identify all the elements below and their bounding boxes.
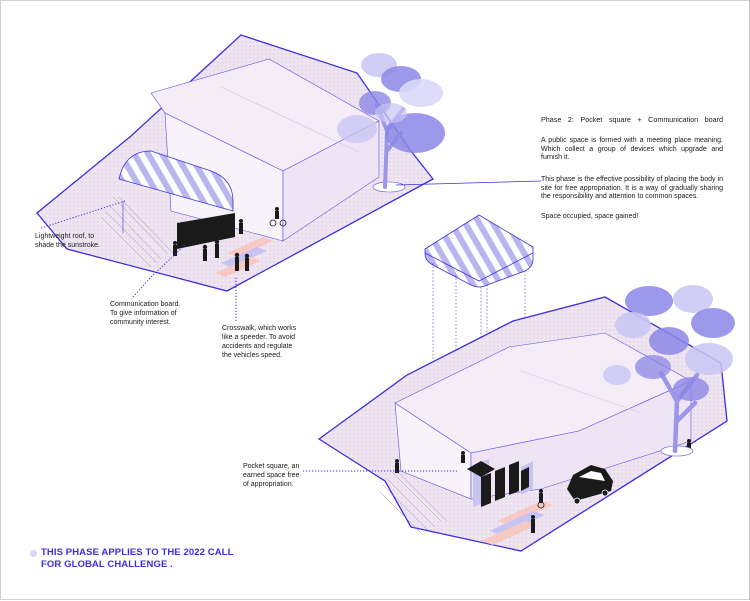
footer-line: FOR GLOBAL CHALLENGE . [41,559,173,570]
annotation-board-line: To give information of [110,310,177,317]
annotation-board-line: Communication board. [110,301,181,308]
phase-paragraph-3: Space occupied, space gained! [541,213,639,220]
top-tree [337,53,445,193]
top-stairs [100,196,174,268]
annotation-crosswalk-line: Crosswalk, which works [222,325,297,332]
annotation-lightweight-roof: Lightweight roof, to shade the sunstroke… [35,232,145,250]
annotation-board-line: community interest. [110,319,171,326]
floating-canopy [424,214,534,288]
top-people [173,207,287,271]
annotation-pocket-line: of appropriation. [243,481,294,488]
phase-paragraph-2: This phase is the effective possibility … [541,176,723,200]
phase-paragraph-1: A public space is formed with a meeting … [541,137,723,161]
bottom-scene [317,285,735,552]
bottom-table [467,461,495,477]
bottom-stairs [378,470,448,536]
leader-lines [40,200,457,472]
bottom-car [567,465,613,505]
annotation-roof-line: Lightweight roof, to [35,233,95,240]
bullet-dot-icon [30,550,37,557]
annotation-crosswalk-line: accidents and regulate [222,343,293,350]
annotation-crosswalk-line: like a speeder. To avoid [222,334,296,341]
footer-line: THIS PHASE APPLIES TO THE 2022 CALL [41,547,234,558]
annotation-pocket-line: Pocket square, an [243,463,300,470]
annotation-roof-line: shade the sunstroke. [35,242,100,249]
annotation-crosswalk: Crosswalk, which works like a speeder. T… [222,324,322,360]
top-lightweight-roof [118,150,234,212]
annotation-pocket-line: earned space free [243,472,300,479]
annotation-pocket-square: Pocket square, an earned space free of a… [243,462,309,489]
annotation-communication-board: Communication board. To give information… [110,300,200,327]
footer-note: THIS PHASE APPLIES TO THE 2022 CALL FOR … [30,547,301,571]
board-leader [132,244,186,298]
top-communication-board [177,213,235,249]
bottom-tree [603,285,735,457]
annotation-crosswalk-line: the vehicles speed. [222,352,282,359]
phase-title: Phase 2: Pocket square + Communication b… [541,115,723,124]
phase-leader [395,180,542,186]
top-scene [36,34,445,292]
